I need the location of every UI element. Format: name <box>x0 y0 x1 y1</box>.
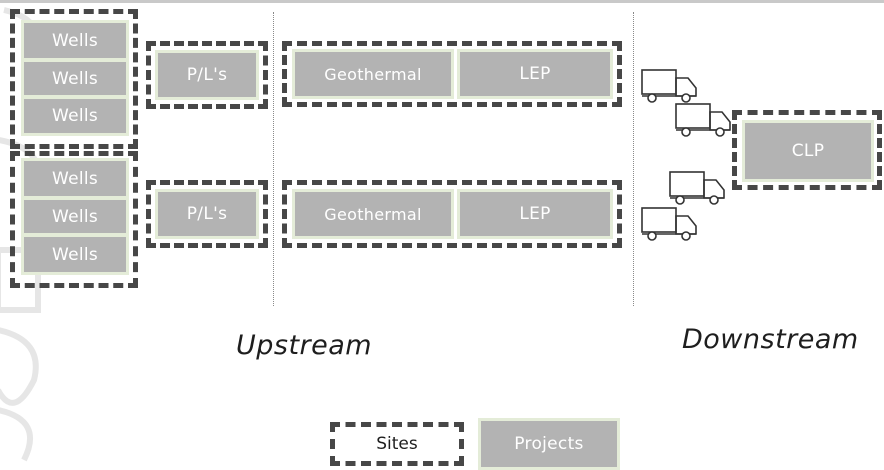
project-site-2 <box>282 180 622 248</box>
pipeline-box: P/L's <box>155 189 259 239</box>
truck-icon <box>669 171 725 205</box>
geothermal-box: Geothermal <box>292 189 454 239</box>
well-box: Wells <box>21 197 129 236</box>
lep-box: LEP <box>457 49 613 99</box>
truck-icon <box>675 103 731 137</box>
geothermal-box: Geothermal <box>292 49 454 99</box>
well-box: Wells <box>21 20 129 61</box>
wells-site-group-1 <box>10 9 138 149</box>
clp-site <box>732 110 882 190</box>
legend-projects-label: Projects <box>514 434 584 454</box>
well-box: Wells <box>21 234 129 275</box>
section-divider-upstream <box>273 12 274 306</box>
clp-box: CLP <box>742 120 874 182</box>
truck-icon <box>641 69 697 103</box>
legend-sites-label: Sites <box>376 434 418 454</box>
legend-projects: Projects <box>478 418 620 470</box>
upstream-label: Upstream <box>236 330 373 361</box>
pipeline-site-2 <box>146 180 268 248</box>
project-site-1 <box>282 41 622 107</box>
well-box: Wells <box>21 59 129 98</box>
top-divider <box>0 0 884 3</box>
pipeline-site-1 <box>146 41 268 109</box>
truck-icon <box>641 207 697 241</box>
section-divider-downstream <box>633 12 634 306</box>
well-box: Wells <box>21 158 129 199</box>
wells-site-group-2 <box>10 151 138 288</box>
downstream-label: Downstream <box>682 324 859 355</box>
well-box: Wells <box>21 96 129 136</box>
lep-box: LEP <box>457 189 613 239</box>
pipeline-box: P/L's <box>155 50 259 100</box>
legend-sites: Sites <box>330 422 464 466</box>
